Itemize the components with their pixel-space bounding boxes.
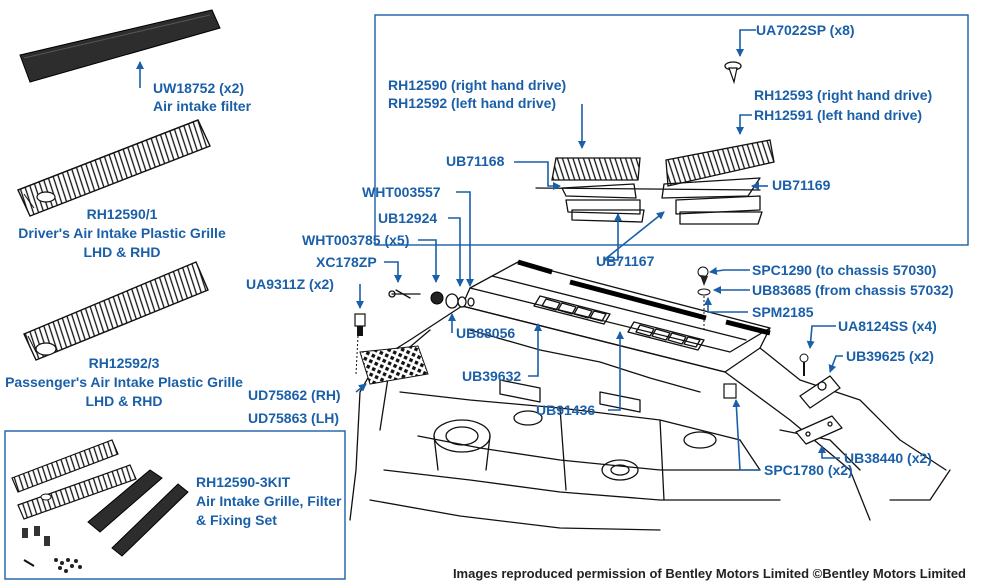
label-rh12591-lhd: RH12591 (left hand drive) [754,107,922,123]
fasteners-drawing [354,266,843,445]
passengers-grille-drawing [23,261,209,361]
label-ub71167: UB71167 [596,253,655,269]
label-ub39632: UB39632 [462,368,521,384]
label-wht003785: WHT003785 (x5) [302,232,409,248]
label-rh12592-3-desc1: Passenger's Air Intake Plastic Grille [5,374,243,390]
upper-seals-drawing [535,177,763,225]
label-ub12924: UB12924 [378,210,437,226]
label-ub39625: UB39625 (x2) [846,348,934,364]
label-uw18752: UW18752 (x2) [153,80,244,96]
label-ua7022sp: UA7022SP (x8) [756,22,855,38]
kit-drawing [11,439,189,573]
label-spc1290: SPC1290 (to chassis 57030) [752,262,936,278]
label-rh12590-1-desc2: LHD & RHD [84,244,161,260]
label-kit-desc1: Air Intake Grille, Filter [196,493,342,509]
label-ub38440: UB38440 (x2) [844,450,932,466]
credit-text: Images reproduced permission of Bentley … [453,566,966,581]
upper-grille-rhd-drawing [551,157,641,181]
label-ub71168: UB71168 [446,153,505,169]
leader-lines [136,29,843,471]
label-kit-desc2: & Fixing Set [196,512,277,528]
label-uw18752-desc: Air intake filter [153,98,252,114]
screw-drawing [724,61,742,85]
label-wht003557: WHT003557 [362,184,441,200]
part-labels: UA7022SP (x8) RH12590 (right hand drive)… [5,22,953,528]
label-ua9311z: UA9311Z (x2) [246,276,334,292]
label-kit: RH12590-3KIT [196,474,291,490]
label-spc1780: SPC1780 (x2) [764,462,853,478]
label-rh12592-3: RH12592/3 [89,355,160,371]
label-rh12592-3-desc2: LHD & RHD [86,393,163,409]
label-rh12590-rhd: RH12590 (right hand drive) [388,77,566,93]
label-ub83685: UB83685 (from chassis 57032) [752,282,954,298]
label-rh12590-1: RH12590/1 [87,206,158,222]
label-spm2185: SPM2185 [752,304,814,320]
label-rh12592-lhd: RH12592 (left hand drive) [388,95,556,111]
air-intake-filter-drawing [19,9,221,83]
label-rh12593-rhd: RH12593 (right hand drive) [754,87,932,103]
kit-frame [4,430,346,580]
label-ud75862: UD75862 (RH) [248,387,341,403]
label-ub91436: UB91436 [536,402,595,418]
drivers-grille-drawing [17,119,211,217]
label-xc178zp: XC178ZP [316,254,377,270]
upper-grille-lhd-drawing [665,139,775,187]
label-ub88056: UB88056 [456,325,515,341]
label-ub71169: UB71169 [772,177,831,193]
label-ud75863: UD75863 (LH) [248,410,339,426]
upper-callout-frame [374,14,969,246]
label-ua8124ss: UA8124SS (x4) [838,318,937,334]
label-rh12590-1-desc1: Driver's Air Intake Plastic Grille [18,225,226,241]
